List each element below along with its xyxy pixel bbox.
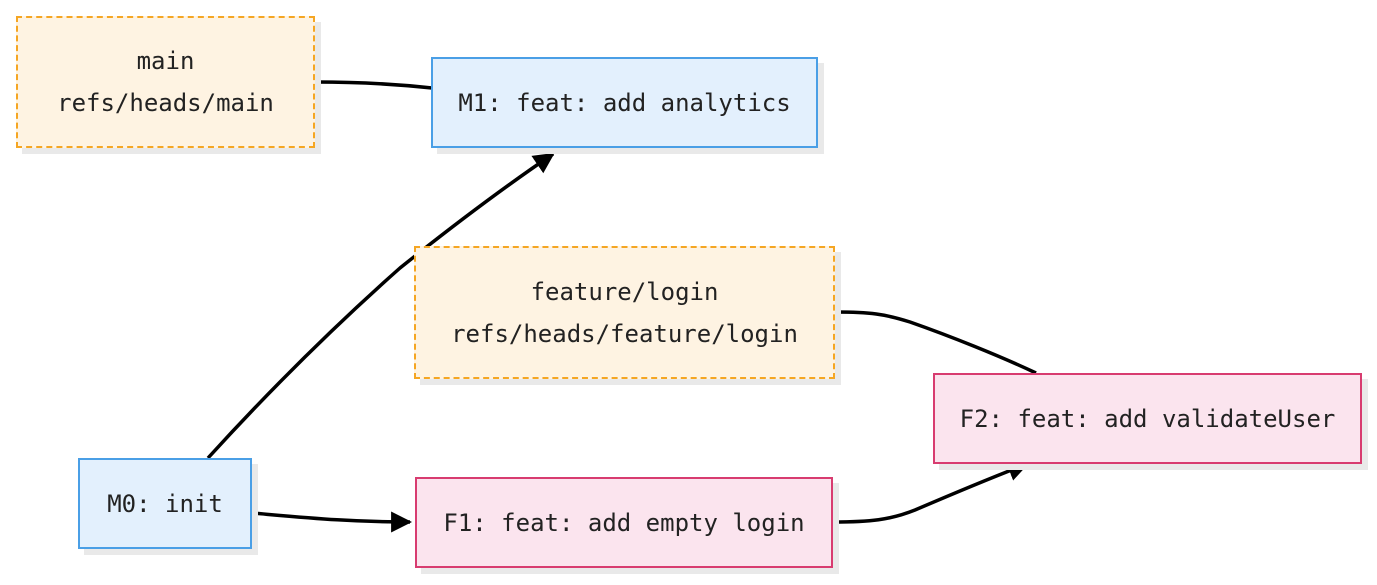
commit-m0[interactable]: M0: init — [78, 458, 252, 549]
commit-m0-label: M0: init — [107, 489, 223, 518]
edge-m0-to-f1 — [251, 511, 413, 533]
commit-f1-label: F1: feat: add empty login — [443, 508, 805, 537]
edge-feature-ref-to-f2 — [834, 310, 1037, 375]
ref-main-path: refs/heads/main — [57, 89, 274, 117]
ref-feature-login[interactable]: feature/login refs/heads/feature/login — [414, 246, 835, 379]
edge-main-ref-to-m1 — [315, 80, 433, 90]
commit-f2-label: F2: feat: add validateUser — [959, 404, 1336, 433]
commit-m1-label: M1: feat: add analytics — [458, 88, 791, 117]
ref-main[interactable]: main refs/heads/main — [16, 16, 315, 148]
ref-feature-path: refs/heads/feature/login — [451, 319, 798, 348]
edge-f1-to-f2 — [832, 460, 1029, 524]
ref-main-name: main — [136, 47, 195, 75]
commit-f2[interactable]: F2: feat: add validateUser — [933, 373, 1362, 464]
ref-feature-name: feature/login — [530, 277, 719, 306]
commit-m1[interactable]: M1: feat: add analytics — [431, 57, 818, 148]
commit-f1[interactable]: F1: feat: add empty login — [415, 477, 833, 568]
